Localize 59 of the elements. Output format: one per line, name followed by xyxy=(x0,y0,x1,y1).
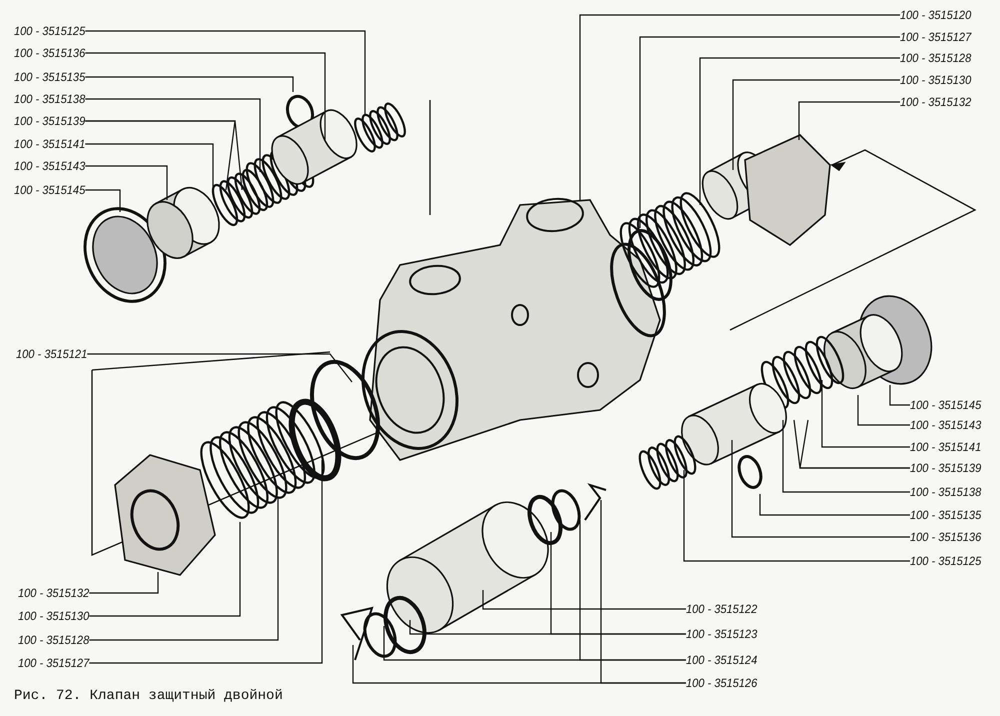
part-number: 100 - 3515141 xyxy=(910,440,982,454)
part-number: 100 - 3515136 xyxy=(14,46,86,60)
leader-line xyxy=(857,395,910,426)
part-number: 100 - 3515138 xyxy=(14,92,86,106)
part-number: 100 - 3515130 xyxy=(18,609,90,623)
part-number: 100 - 3515141 xyxy=(14,137,86,151)
leader-line xyxy=(89,572,159,594)
leader-line xyxy=(639,36,900,228)
part-number: 100 - 3515128 xyxy=(900,51,972,65)
part-number: 100 - 3515128 xyxy=(18,633,90,647)
part-number: 100 - 3515136 xyxy=(910,530,982,544)
figure-caption: Рис. 72. Клапан защитный двойной xyxy=(14,688,283,704)
leader-line xyxy=(85,76,294,92)
leader-line xyxy=(89,498,279,641)
leader-line xyxy=(85,30,366,115)
part-number: 100 - 3515135 xyxy=(14,70,86,84)
leader-line xyxy=(85,165,168,200)
leader-line xyxy=(600,500,686,684)
part-number: 100 - 3515127 xyxy=(900,30,972,44)
part-number: 100 - 3515127 xyxy=(18,656,90,670)
leader-line xyxy=(89,522,241,617)
part-number: 100 - 3515138 xyxy=(910,485,982,499)
leader-line xyxy=(87,353,352,382)
part-number: 100 - 3515139 xyxy=(14,114,86,128)
leader-line xyxy=(482,590,686,610)
part-number: 100 - 3515143 xyxy=(14,159,86,173)
leader-line xyxy=(85,98,261,172)
leader-line xyxy=(579,14,900,200)
leader-line xyxy=(579,520,686,661)
part-number: 100 - 3515121 xyxy=(16,347,88,361)
leader-line xyxy=(731,440,910,538)
part-number: 100 - 3515143 xyxy=(910,418,982,432)
part-number: 100 - 3515130 xyxy=(900,73,972,87)
part-number: 100 - 3515125 xyxy=(14,24,86,38)
leader-line xyxy=(85,189,121,212)
leader-line xyxy=(550,532,686,635)
leader-line xyxy=(759,494,910,516)
leader-line xyxy=(699,57,900,205)
part-number: 100 - 3515120 xyxy=(900,8,972,22)
leader-line xyxy=(89,460,323,664)
part-number: 100 - 3515123 xyxy=(686,627,758,641)
leader-line xyxy=(85,143,214,195)
leader-line xyxy=(85,52,326,140)
part-number: 100 - 3515145 xyxy=(14,183,86,197)
leader-line xyxy=(798,101,900,140)
leader-line xyxy=(782,420,910,493)
leader-line xyxy=(683,470,910,562)
leader-line xyxy=(732,79,900,170)
part-number: 100 - 3515139 xyxy=(910,461,982,475)
leader-line xyxy=(821,380,910,448)
part-number: 100 - 3515132 xyxy=(18,586,90,600)
part-number: 100 - 3515122 xyxy=(686,602,758,616)
part-number: 100 - 3515124 xyxy=(686,653,758,667)
part-number: 100 - 3515132 xyxy=(900,95,972,109)
part-number: 100 - 3515126 xyxy=(686,676,758,690)
part-number: 100 - 3515125 xyxy=(910,554,982,568)
leader-line xyxy=(889,385,910,406)
part-number: 100 - 3515135 xyxy=(910,508,982,522)
part-number: 100 - 3515145 xyxy=(910,398,982,412)
